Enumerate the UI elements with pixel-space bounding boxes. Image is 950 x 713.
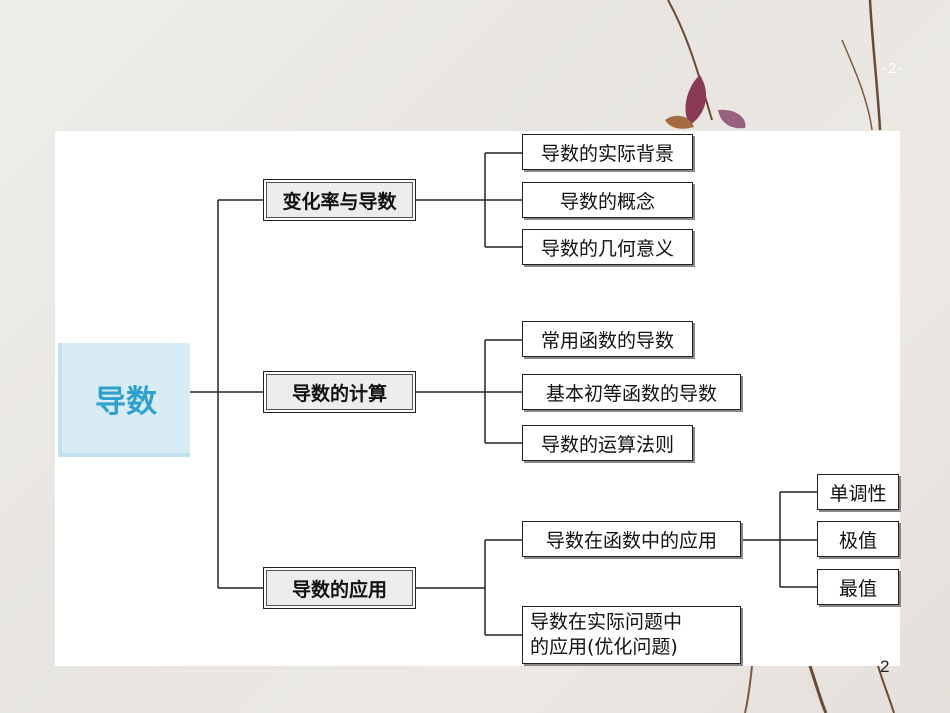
sub-branch-node: 导数在函数中的应用 bbox=[522, 521, 741, 557]
diagram-panel bbox=[55, 131, 900, 666]
slide-label-top: -2- bbox=[882, 60, 904, 77]
leaf-node: 单调性 bbox=[817, 474, 899, 510]
leaf-node-line2: 的应用(优化问题) bbox=[530, 636, 678, 658]
leaf-node: 导数的几何意义 bbox=[522, 229, 693, 265]
leaf-node: 导数的概念 bbox=[522, 182, 693, 218]
leaf-node: 常用函数的导数 bbox=[522, 321, 693, 357]
leaf-node-multiline: 导数在实际问题中 的应用(优化问题) bbox=[522, 606, 741, 664]
leaf-node: 最值 bbox=[817, 569, 899, 605]
leaf-node: 极值 bbox=[817, 521, 899, 557]
leaf-node: 导数的实际背景 bbox=[522, 134, 693, 170]
page-number: 2 bbox=[880, 657, 890, 676]
branch-node-computation: 导数的计算 bbox=[263, 371, 416, 413]
leaf-node: 基本初等函数的导数 bbox=[522, 374, 741, 410]
branch-node-rate-of-change: 变化率与导数 bbox=[263, 179, 416, 221]
leaf-node-line1: 导数在实际问题中 bbox=[530, 611, 683, 633]
root-node: 导数 bbox=[58, 343, 190, 457]
branch-node-application: 导数的应用 bbox=[263, 567, 416, 609]
leaf-node: 导数的运算法则 bbox=[522, 425, 693, 461]
